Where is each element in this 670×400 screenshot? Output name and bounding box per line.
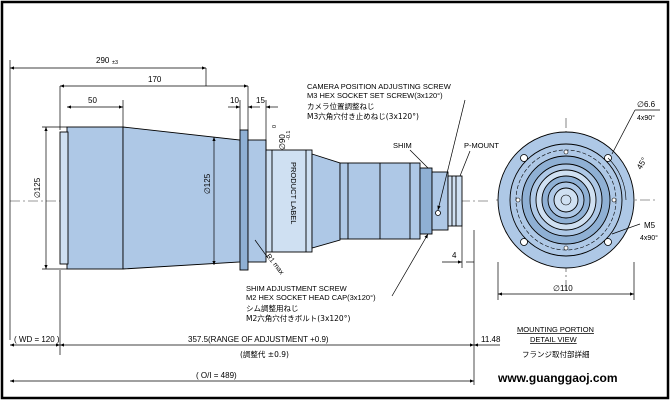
shim-ring bbox=[419, 167, 433, 235]
detail-hole1: ∅6.6 bbox=[637, 100, 656, 109]
front-lip bbox=[59, 131, 69, 265]
shim-leader bbox=[409, 149, 429, 169]
mounting-flange bbox=[239, 129, 249, 271]
dim-1148: 11.48 bbox=[481, 335, 501, 344]
shim-screw-jp1: シム調整用ねじ bbox=[246, 303, 299, 313]
cam-screw-jp2: M3六角穴付き止めねじ(3x120°) bbox=[307, 111, 419, 121]
cam-screw-line2: M3 HEX SOCKET SET SCREW(3x120°) bbox=[307, 91, 443, 100]
taper-cone bbox=[122, 126, 241, 270]
cam-screw-line1: CAMERA POSITION ADJUSTING SCREW bbox=[307, 82, 452, 91]
detail-title-jp: フランジ取付部詳細 bbox=[522, 349, 590, 359]
shim-screw-callout: SHIM ADJUSTMENT SCREW M2 HEX SOCKET HEAD… bbox=[246, 233, 429, 323]
range-label: 357.5(RANGE OF ADJUSTMENT +0.9) bbox=[188, 335, 329, 344]
detail-angle: 45° bbox=[635, 156, 649, 171]
label-section bbox=[265, 149, 313, 253]
dim-170: 170 bbox=[148, 75, 162, 84]
detail-hole1-count: 4x90° bbox=[637, 114, 655, 122]
dim-4: 4 bbox=[452, 251, 457, 260]
dim-50: 50 bbox=[88, 96, 97, 105]
shim-screw-line2: M2 HEX SOCKET HEAD CAP(3x120°) bbox=[246, 293, 376, 302]
diameter-dims: ∅125 ∅125 bbox=[33, 126, 216, 270]
bottom-dimensions: ( WD = 120 ) 357.5(RANGE OF ADJUSTMENT +… bbox=[10, 230, 501, 385]
top-dimensions: 290 ±3 170 50 10 15 0 -0.1 ∅90 bbox=[9, 56, 292, 340]
shim-screw-line1: SHIM ADJUSTMENT SCREW bbox=[246, 284, 348, 293]
overall-tol: ±3 bbox=[112, 60, 118, 66]
camera-screw-callout: CAMERA POSITION ADJUSTING SCREW M3 HEX S… bbox=[307, 82, 466, 211]
dim-15: 15 bbox=[256, 96, 265, 105]
fit-diameter: ∅90 bbox=[278, 134, 287, 150]
rear-taper bbox=[311, 153, 341, 249]
wd-label: ( WD = 120 ) bbox=[14, 335, 60, 344]
oi-label: ( O/I = 489) bbox=[196, 371, 237, 380]
shim-label: SHIM bbox=[393, 141, 412, 150]
overall-length: 290 bbox=[96, 56, 110, 65]
range-jp-label: (調整代 ±0.9) bbox=[240, 349, 289, 359]
set-screw-icon bbox=[435, 210, 441, 216]
cam-screw-jp1: カメラ位置調整ねじ bbox=[307, 101, 375, 111]
detail-title1: MOUNTING PORTION bbox=[517, 325, 594, 334]
watermark: www.guanggaoj.com bbox=[497, 371, 618, 385]
detail-dia: ∅110 bbox=[553, 284, 573, 293]
fit-ring bbox=[247, 139, 267, 263]
lens-side-view bbox=[59, 126, 463, 271]
r1-leader bbox=[254, 239, 269, 259]
product-label-text: PRODUCT LABEL bbox=[289, 162, 298, 224]
front-cylinder bbox=[66, 126, 124, 270]
fit-bottom: -0.1 bbox=[286, 131, 292, 140]
dia-left: ∅125 bbox=[33, 177, 42, 198]
dia-mid: ∅125 bbox=[203, 173, 212, 194]
detail-m5: M5 bbox=[644, 221, 656, 230]
detail-title2: DETAIL VIEW bbox=[530, 335, 578, 344]
fit-top: 0 bbox=[272, 125, 278, 128]
r1-label: R1 max bbox=[264, 253, 285, 277]
mounting-detail-view bbox=[496, 109, 660, 300]
p-mount bbox=[447, 175, 463, 227]
shim-screw-jp2: M2六角穴付きボルト(3x120°) bbox=[246, 313, 350, 323]
dim-10: 10 bbox=[230, 96, 239, 105]
detail-m5-count: 4x90° bbox=[640, 234, 658, 242]
pmount-label: P-MOUNT bbox=[464, 141, 499, 150]
pmount-leader bbox=[459, 150, 471, 177]
